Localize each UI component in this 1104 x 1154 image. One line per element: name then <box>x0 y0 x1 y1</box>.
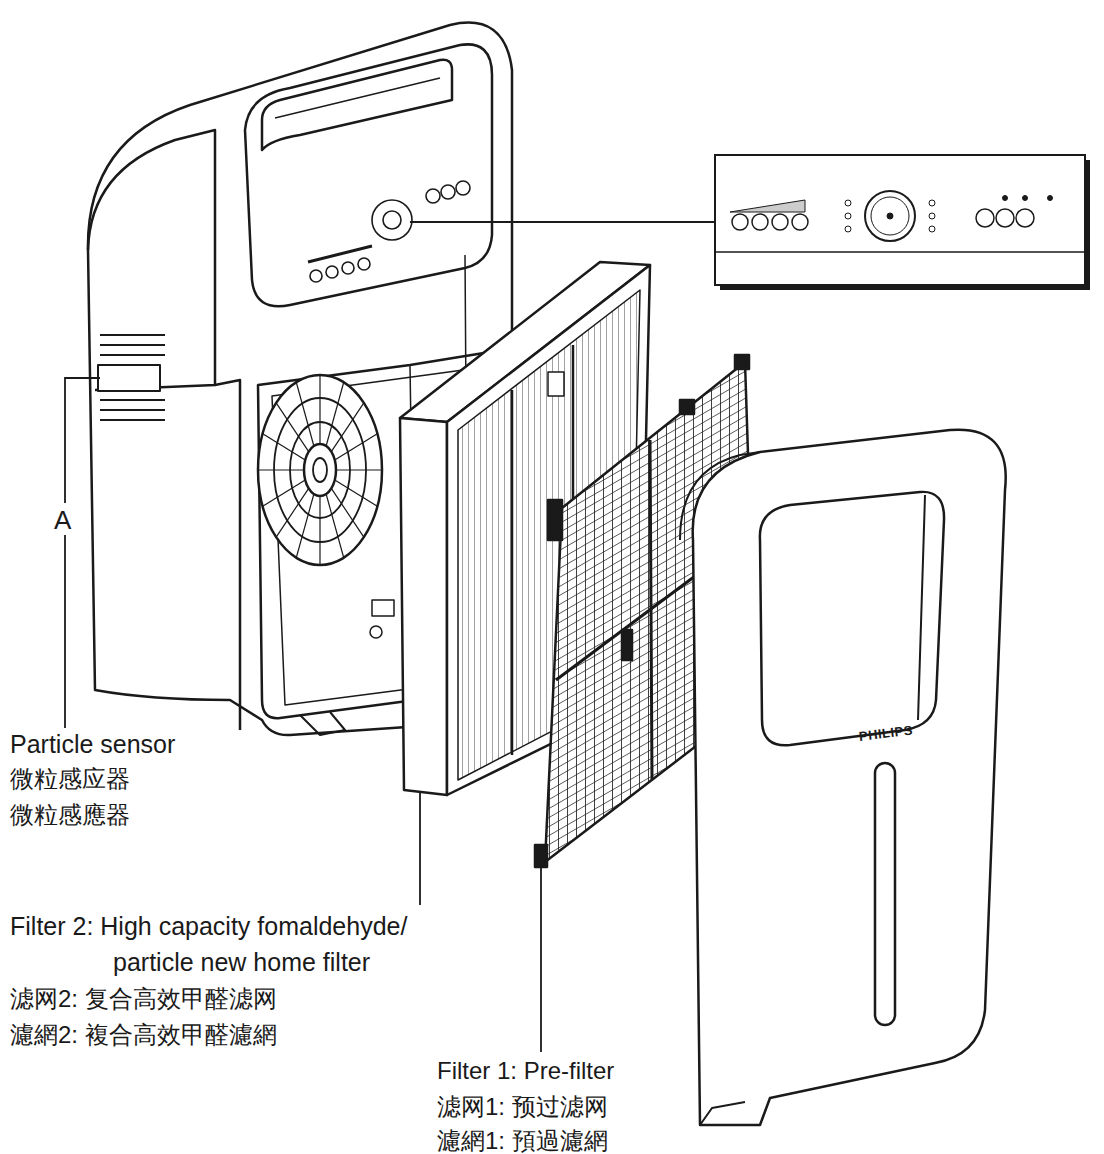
fan-spoke <box>276 488 309 537</box>
callout-letter: A <box>54 502 71 539</box>
part-label: 濾網2: 複合高效甲醛濾網 <box>10 1018 277 1052</box>
part-label: 滤网1: 预过滤网 <box>437 1090 608 1124</box>
rear-controls <box>308 181 470 282</box>
part-label: 微粒感應器 <box>10 798 130 832</box>
fan-spoke <box>331 403 364 452</box>
fan-spoke <box>263 480 305 506</box>
panel-inset <box>715 155 1085 285</box>
fan-spoke <box>336 469 382 470</box>
part-label: Filter 2: High capacity fomaldehyde/ par… <box>10 908 470 980</box>
fan-spoke <box>319 496 320 565</box>
part-label: 濾網1: 預過濾網 <box>437 1124 608 1154</box>
part-label: 微粒感应器 <box>10 762 130 796</box>
fan-spoke <box>326 494 344 558</box>
fan-spoke <box>258 469 304 470</box>
fan-spoke <box>335 434 377 460</box>
fan-spoke <box>296 382 314 446</box>
front-cover <box>680 430 1006 1125</box>
part-label: Particle sensor <box>10 726 175 762</box>
fan-spoke <box>319 375 320 444</box>
part-label: 滤网2: 复合高效甲醛滤网 <box>10 982 277 1016</box>
fan <box>258 375 382 565</box>
part-label: Filter 1: Pre-filter <box>437 1054 614 1088</box>
